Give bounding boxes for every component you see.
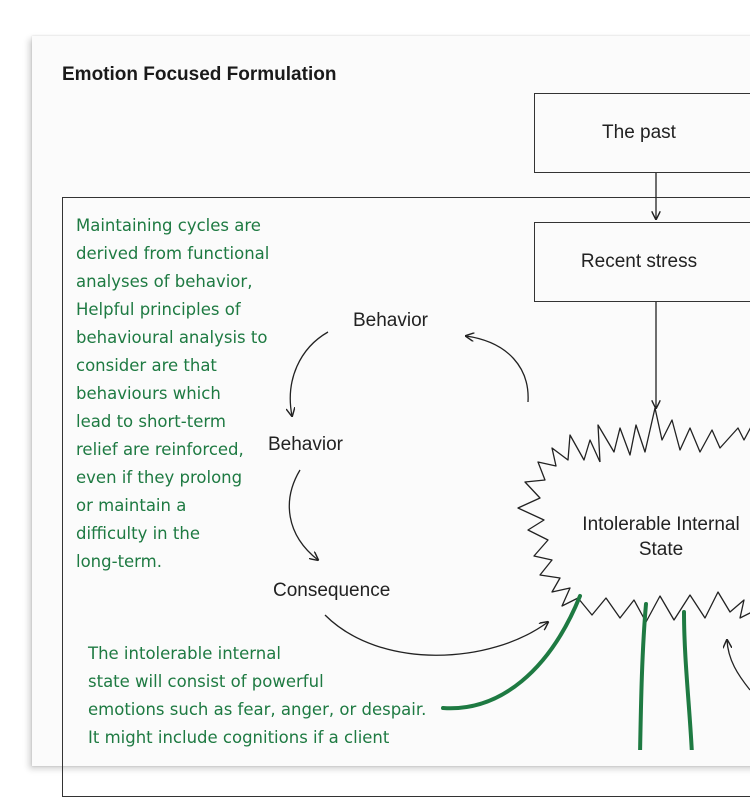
note-line: or maintain a: [76, 496, 187, 515]
cycle-label-behavior-top: Behavior: [353, 310, 428, 331]
note-line: difficulty in the: [76, 524, 200, 543]
note-line: relief are reinforced,: [76, 440, 244, 459]
note-line: derived from functional: [76, 244, 270, 263]
note-line: Helpful principles of: [76, 300, 241, 319]
cycle-arrow-consequence-to-state: [324, 614, 548, 656]
cycle-arrow-left-to-consequence: [288, 469, 318, 560]
note-line: lead to short-term: [76, 412, 226, 431]
box-recent-stress-label: Recent stress: [580, 251, 698, 272]
note-line: Maintaining cycles are: [76, 216, 261, 235]
box-recent-stress: Recent stress: [534, 222, 750, 302]
intolerable-state-blob: [517, 407, 750, 623]
intolerable-state-line1: Intolerable Internal: [582, 514, 740, 535]
annotation-line-state-left: [638, 602, 648, 750]
box-the-past: The past: [534, 93, 750, 173]
diagram-drawing: [0, 173, 750, 750]
note-line: analyses of behavior,: [76, 272, 253, 291]
cycle-arrow-top-to-left: [290, 331, 329, 416]
note-maintaining-cycles: Maintaining cycles are derived from func…: [76, 212, 269, 576]
note-line: behavioural analysis to: [76, 328, 268, 347]
annotation-line-state-curve: [441, 594, 582, 711]
intolerable-state-label: Intolerable Internal State: [566, 512, 750, 562]
note-intolerable-state: The intolerable internal state will cons…: [88, 640, 426, 752]
arrow-right-return: [727, 640, 750, 691]
note-line: The intolerable internal: [88, 644, 281, 663]
box-the-past-label: The past: [602, 122, 676, 143]
page-title: Emotion Focused Formulation: [62, 64, 337, 85]
cycle-label-consequence: Consequence: [273, 580, 391, 601]
cycle-label-behavior-left: Behavior: [268, 434, 343, 455]
note-line: long-term.: [76, 552, 162, 571]
intolerable-state-line2: State: [638, 539, 684, 560]
note-line: state will consist of powerful: [88, 672, 324, 691]
note-line: It might include cognitions if a client: [88, 728, 390, 747]
annotation-line-state-right: [682, 610, 694, 750]
note-line: consider are that: [76, 356, 217, 375]
note-line: behaviours which: [76, 384, 221, 403]
note-line: emotions such as fear, anger, or despair…: [88, 700, 427, 719]
cycle-arrow-state-to-top: [466, 336, 529, 403]
note-line: even if they prolong: [76, 468, 243, 487]
